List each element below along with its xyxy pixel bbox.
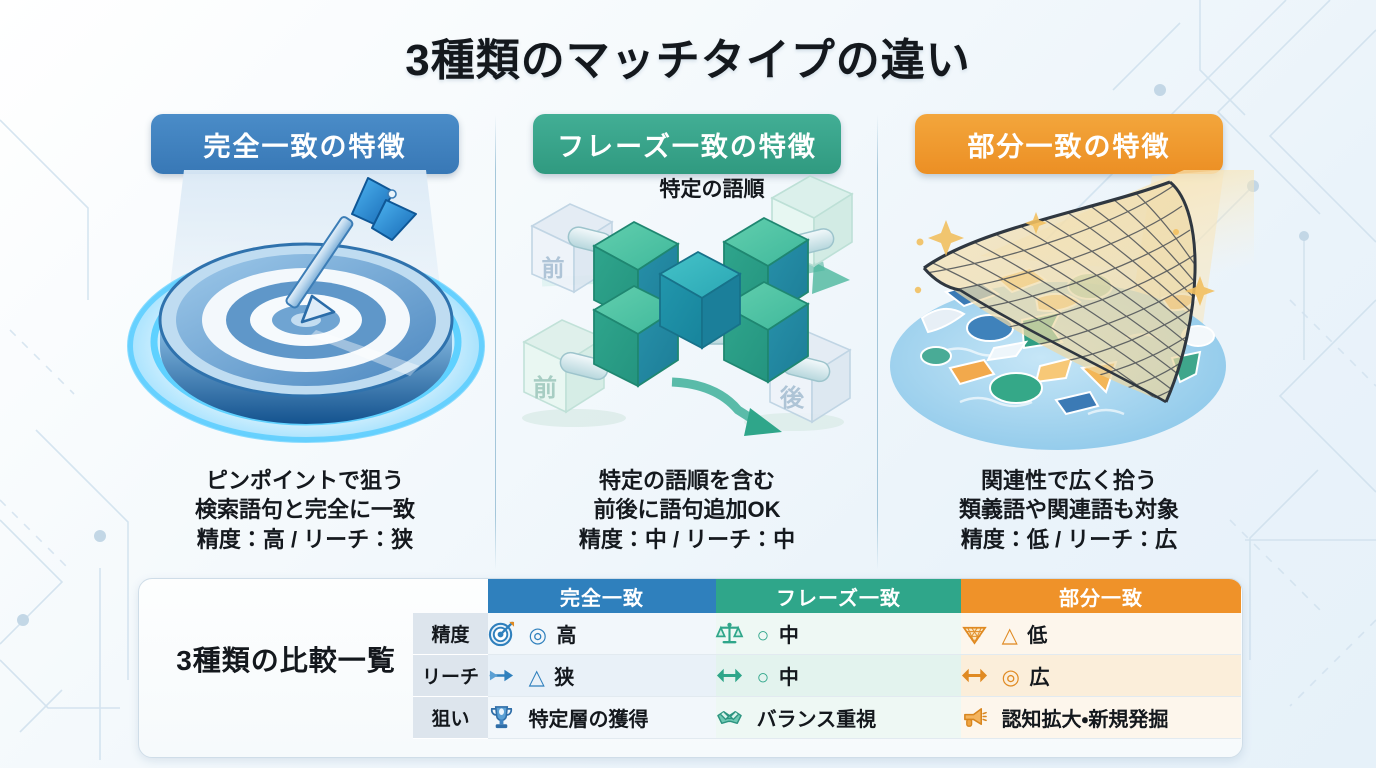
comparison-table: 完全一致 フレーズ一致 部分一致 精度 — [413, 579, 1241, 739]
precision-mark-broad: △ — [1001, 624, 1018, 647]
reach-text-exact: 狭 — [554, 667, 575, 689]
scales-icon — [715, 620, 746, 647]
precision-mark-phrase: ○ — [756, 624, 770, 647]
arrow-right-icon — [488, 662, 518, 689]
caption-line-1: 関連性で広く拾う — [980, 468, 1157, 493]
megaphone-icon — [961, 704, 991, 731]
net-icon — [961, 620, 991, 647]
arrows-horizontal-icon — [961, 662, 991, 689]
target-arrow-illustration — [120, 170, 490, 460]
cell-goal-exact: 特定層の獲得 — [488, 696, 716, 739]
caption-exact-match: ピンポイントで狙う 検索語句と完全に一致 精度：高 / リーチ：狭 — [114, 466, 496, 554]
reach-text-broad: 広 — [1029, 667, 1050, 689]
svg-text:前: 前 — [542, 255, 565, 281]
caption-line-2: 前後に語句追加OK — [593, 497, 781, 523]
table-row: 狙い 特定層の獲得 — [413, 696, 1241, 739]
table-header-exact: 完全一致 — [488, 579, 716, 613]
table-header-blank — [413, 579, 488, 613]
column-exact-match: 完全一致の特徴 — [114, 104, 496, 566]
arrows-horizontal-icon — [716, 662, 746, 689]
caption-line-2: 検索語句と完全に一致 — [194, 497, 415, 523]
reach-mark-phrase: ○ — [756, 666, 770, 689]
badge-broad-match[interactable]: 部分一致の特徴 — [915, 114, 1223, 174]
target-icon — [488, 620, 518, 647]
column-divider-2 — [877, 115, 878, 570]
caption-line-3: 精度：中 / リーチ：中 — [578, 526, 796, 552]
caption-broad-match: 関連性で広く拾う 類義語や関連語も対象 精度：低 / リーチ：広 — [878, 466, 1260, 554]
svg-text:後: 後 — [779, 384, 805, 412]
table-row: 精度 ◎ 高 — [413, 613, 1241, 655]
reach-mark-broad: ◎ — [1001, 666, 1020, 689]
cell-precision-exact: ◎ 高 — [488, 613, 716, 655]
comparison-table-panel: 3種類の比較一覧 完全一致 フレーズ一致 部分一致 精度 — [138, 578, 1243, 758]
cell-goal-broad: 認知拡大・新規発掘 — [961, 696, 1241, 739]
caption-line-1: ピンポイントで狙う — [205, 468, 404, 493]
badge-exact-match[interactable]: 完全一致の特徴 — [151, 114, 459, 174]
precision-mark-exact: ◎ — [528, 624, 547, 647]
cell-reach-phrase: ○ 中 — [716, 654, 961, 697]
caption-line-3: 精度：高 / リーチ：狭 — [196, 526, 414, 552]
precision-text-broad: 低 — [1027, 625, 1048, 647]
comparison-table-title: 3種類の比較一覧 — [176, 645, 396, 676]
trophy-icon — [488, 704, 518, 731]
cell-reach-exact: △ 狭 — [488, 654, 716, 697]
row-label-reach: リーチ — [413, 654, 488, 697]
cell-goal-phrase: バランス重視 — [716, 696, 961, 739]
phrase-order-label: 特定の語順 — [660, 177, 766, 201]
columns-region: 完全一致の特徴 — [0, 104, 1376, 570]
row-label-precision: 精度 — [413, 613, 488, 655]
precision-text-exact: 高 — [556, 625, 577, 647]
row-label-goal: 狙い — [413, 696, 488, 739]
column-phrase-match: フレーズ一致の特徴 — [496, 104, 878, 566]
table-header-broad: 部分一致 — [961, 579, 1241, 613]
table-row: リーチ △ 狭 — [413, 654, 1241, 697]
cell-reach-broad: ◎ 広 — [961, 654, 1241, 697]
reach-mark-exact: △ — [528, 666, 545, 689]
goal-text-phrase: バランス重視 — [756, 709, 877, 731]
page-title: 3種類のマッチタイプの違い — [405, 36, 971, 85]
handshake-icon — [716, 704, 746, 731]
puzzle-cubes-illustration: 前 前 — [502, 170, 872, 460]
caption-line-2: 類義語や関連語も対象 — [958, 497, 1179, 523]
column-broad-match: 部分一致の特徴 — [878, 104, 1260, 566]
cell-precision-broad: △ 低 — [961, 613, 1241, 655]
caption-line-3: 精度：低 / リーチ：広 — [960, 526, 1178, 552]
fishing-net-illustration — [884, 170, 1254, 460]
goal-text-broad: 認知拡大・新規発掘 — [1001, 709, 1169, 731]
goal-text-exact: 特定層の獲得 — [528, 709, 649, 731]
precision-text-phrase: 中 — [778, 625, 799, 647]
cell-precision-phrase: ○ 中 — [715, 613, 961, 655]
svg-text:前: 前 — [533, 374, 557, 402]
caption-line-1: 特定の語順を含む — [598, 468, 775, 493]
caption-phrase-match: 特定の語順を含む 前後に語句追加OK 精度：中 / リーチ：中 — [496, 466, 878, 554]
badge-phrase-match[interactable]: フレーズ一致の特徴 — [533, 114, 841, 174]
table-header-row: 完全一致 フレーズ一致 部分一致 — [413, 579, 1241, 613]
reach-text-phrase: 中 — [778, 667, 799, 689]
table-header-phrase: フレーズ一致 — [716, 579, 961, 613]
column-divider-1 — [495, 115, 496, 570]
